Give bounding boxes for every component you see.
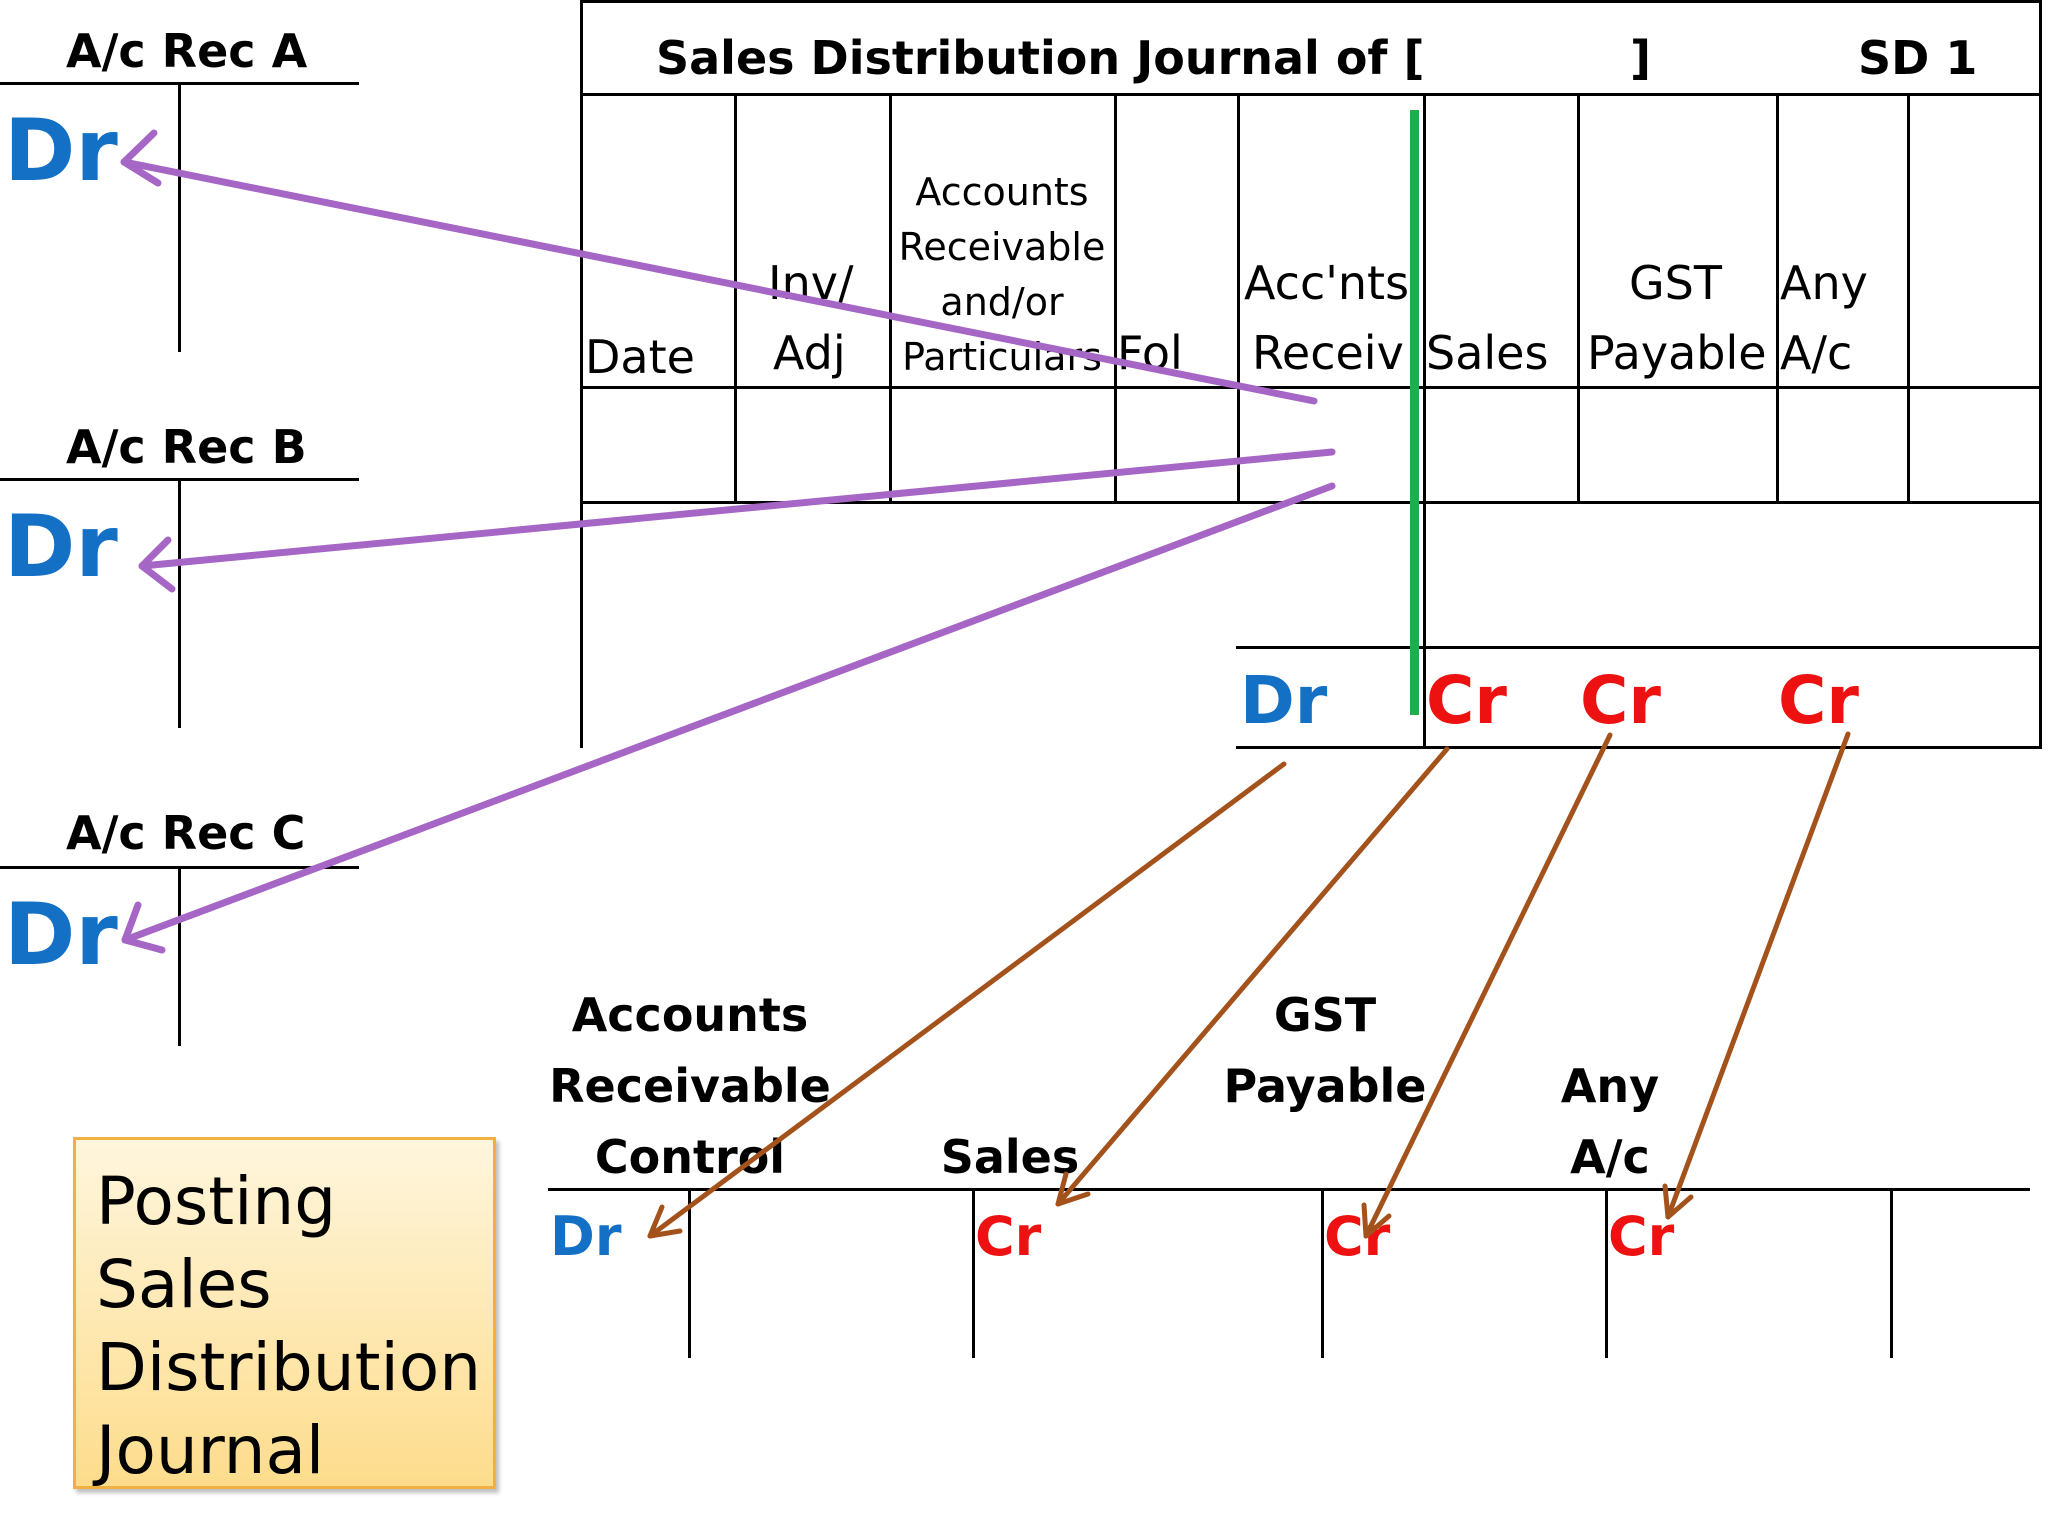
journal-title-divider [580,93,2042,96]
header-any-line1: Any [1780,256,1868,310]
journal-totals-bottom [1236,746,2042,749]
gl-divider-5 [1890,1188,1893,1358]
caption-box: Posting Sales Distribution Journal [73,1137,496,1489]
dr-cr-divider [1410,110,1419,715]
journal-title: Sales Distribution Journal of [ [656,31,1425,85]
col-divider-8 [1907,93,1910,503]
gl-gst-line1: GST [1273,988,1377,1042]
header-any-line2: A/c [1780,326,1853,380]
gl-divider-1 [688,1188,691,1358]
gl-divider-2 [972,1188,975,1358]
gl-sales-line1: Sales [940,1130,1080,1184]
arrowhead-sales-gl [1055,1171,1091,1207]
t-account-stem-b [178,478,181,728]
arrowhead-any-gl [1662,1183,1694,1220]
col-divider-1 [734,93,737,503]
gl-title-any: Any A/c [1500,1051,1720,1193]
gl-gst-cr: Cr [1324,1205,1391,1268]
gl-title-sales: Sales [900,1122,1120,1193]
journal-reference: SD 1 [1858,31,1978,85]
col-divider-2 [889,93,892,503]
ledger-title-b: A/c Rec B [66,420,307,474]
gl-gst-line2: Payable [1223,1059,1427,1113]
gl-top-line [548,1188,2030,1191]
arrowhead-gst-gl [1361,1202,1392,1239]
debit-side-a: Dr [4,101,118,201]
header-sales: Sales [1426,326,1549,380]
header-accounts-receivable: Accounts Receivable and/or Particulars [891,165,1113,385]
header-gst-line1: GST [1629,256,1722,310]
arrowhead-rec-c [121,901,166,954]
col-divider-4 [1237,93,1240,503]
t-account-stem-c [178,866,181,1046]
arrow-to-rec-a [120,158,1318,405]
caption-line-1: Posting [96,1163,337,1240]
col-divider-5 [1423,93,1426,748]
header-date: Date [585,330,695,384]
debit-side-b: Dr [4,497,118,597]
header-accnts-line2: Receiv [1252,326,1404,380]
header-ar-line3: and/or [940,280,1064,324]
arrow-to-rec-b [138,448,1336,570]
caption-line-4: Journal [96,1412,325,1489]
journal-top-border [580,0,2042,3]
header-ar-line2: Receivable [898,225,1106,269]
gl-title-gst: GST Payable [1180,980,1470,1122]
journal-row-divider [580,501,2042,504]
arrowhead-rec-a [120,129,162,187]
header-inv-line2: Adj [773,326,846,380]
header-accnts-line1: Acc'nts [1244,256,1410,310]
col-divider-7 [1776,93,1779,503]
total-gst-cr: Cr [1580,662,1661,739]
caption-line-3: Distribution [96,1329,482,1406]
journal-right-border [2039,0,2042,748]
total-any-cr: Cr [1778,662,1859,739]
journal-title-bracket: ] [1630,31,1652,85]
gl-ar-line2: Receivable [549,1059,831,1113]
gl-divider-4 [1605,1188,1608,1358]
journal-totals-top [1236,646,2042,649]
arrow-to-gst-gl [1363,732,1613,1239]
arrow-to-any-gl [1665,731,1851,1220]
gl-title-ar-control: Accounts Receivable Control [540,980,840,1193]
journal-header-divider [580,386,2042,389]
arrowhead-ar-control [647,1204,683,1239]
ledger-title-a: A/c Rec A [66,24,308,78]
ledger-title-c: A/c Rec C [66,806,306,860]
gl-ar-dr: Dr [550,1205,622,1268]
debit-side-c: Dr [4,885,118,985]
journal-left-border [580,0,583,748]
caption-line-2: Sales [96,1246,272,1323]
gl-divider-3 [1321,1188,1324,1358]
total-sales-cr: Cr [1426,662,1507,739]
gl-any-cr: Cr [1608,1205,1675,1268]
header-ar-line4: Particulars [902,335,1102,379]
total-accnts-dr: Dr [1240,662,1328,739]
header-gst-line2: Payable [1587,326,1767,380]
gl-any-line1: Any [1560,1059,1660,1113]
t-account-stem-a [178,82,181,352]
gl-sales-cr: Cr [975,1205,1042,1268]
gl-any-line2: A/c [1570,1130,1650,1184]
arrow-to-sales-gl [1055,746,1450,1207]
gl-ar-line1: Accounts [571,988,809,1042]
header-ar-line1: Accounts [915,170,1089,214]
col-divider-3 [1114,93,1117,503]
arrow-to-rec-c [121,482,1336,944]
arrowhead-rec-b [138,536,176,593]
col-divider-6 [1577,93,1580,503]
arrow-to-ar-control [647,761,1287,1239]
